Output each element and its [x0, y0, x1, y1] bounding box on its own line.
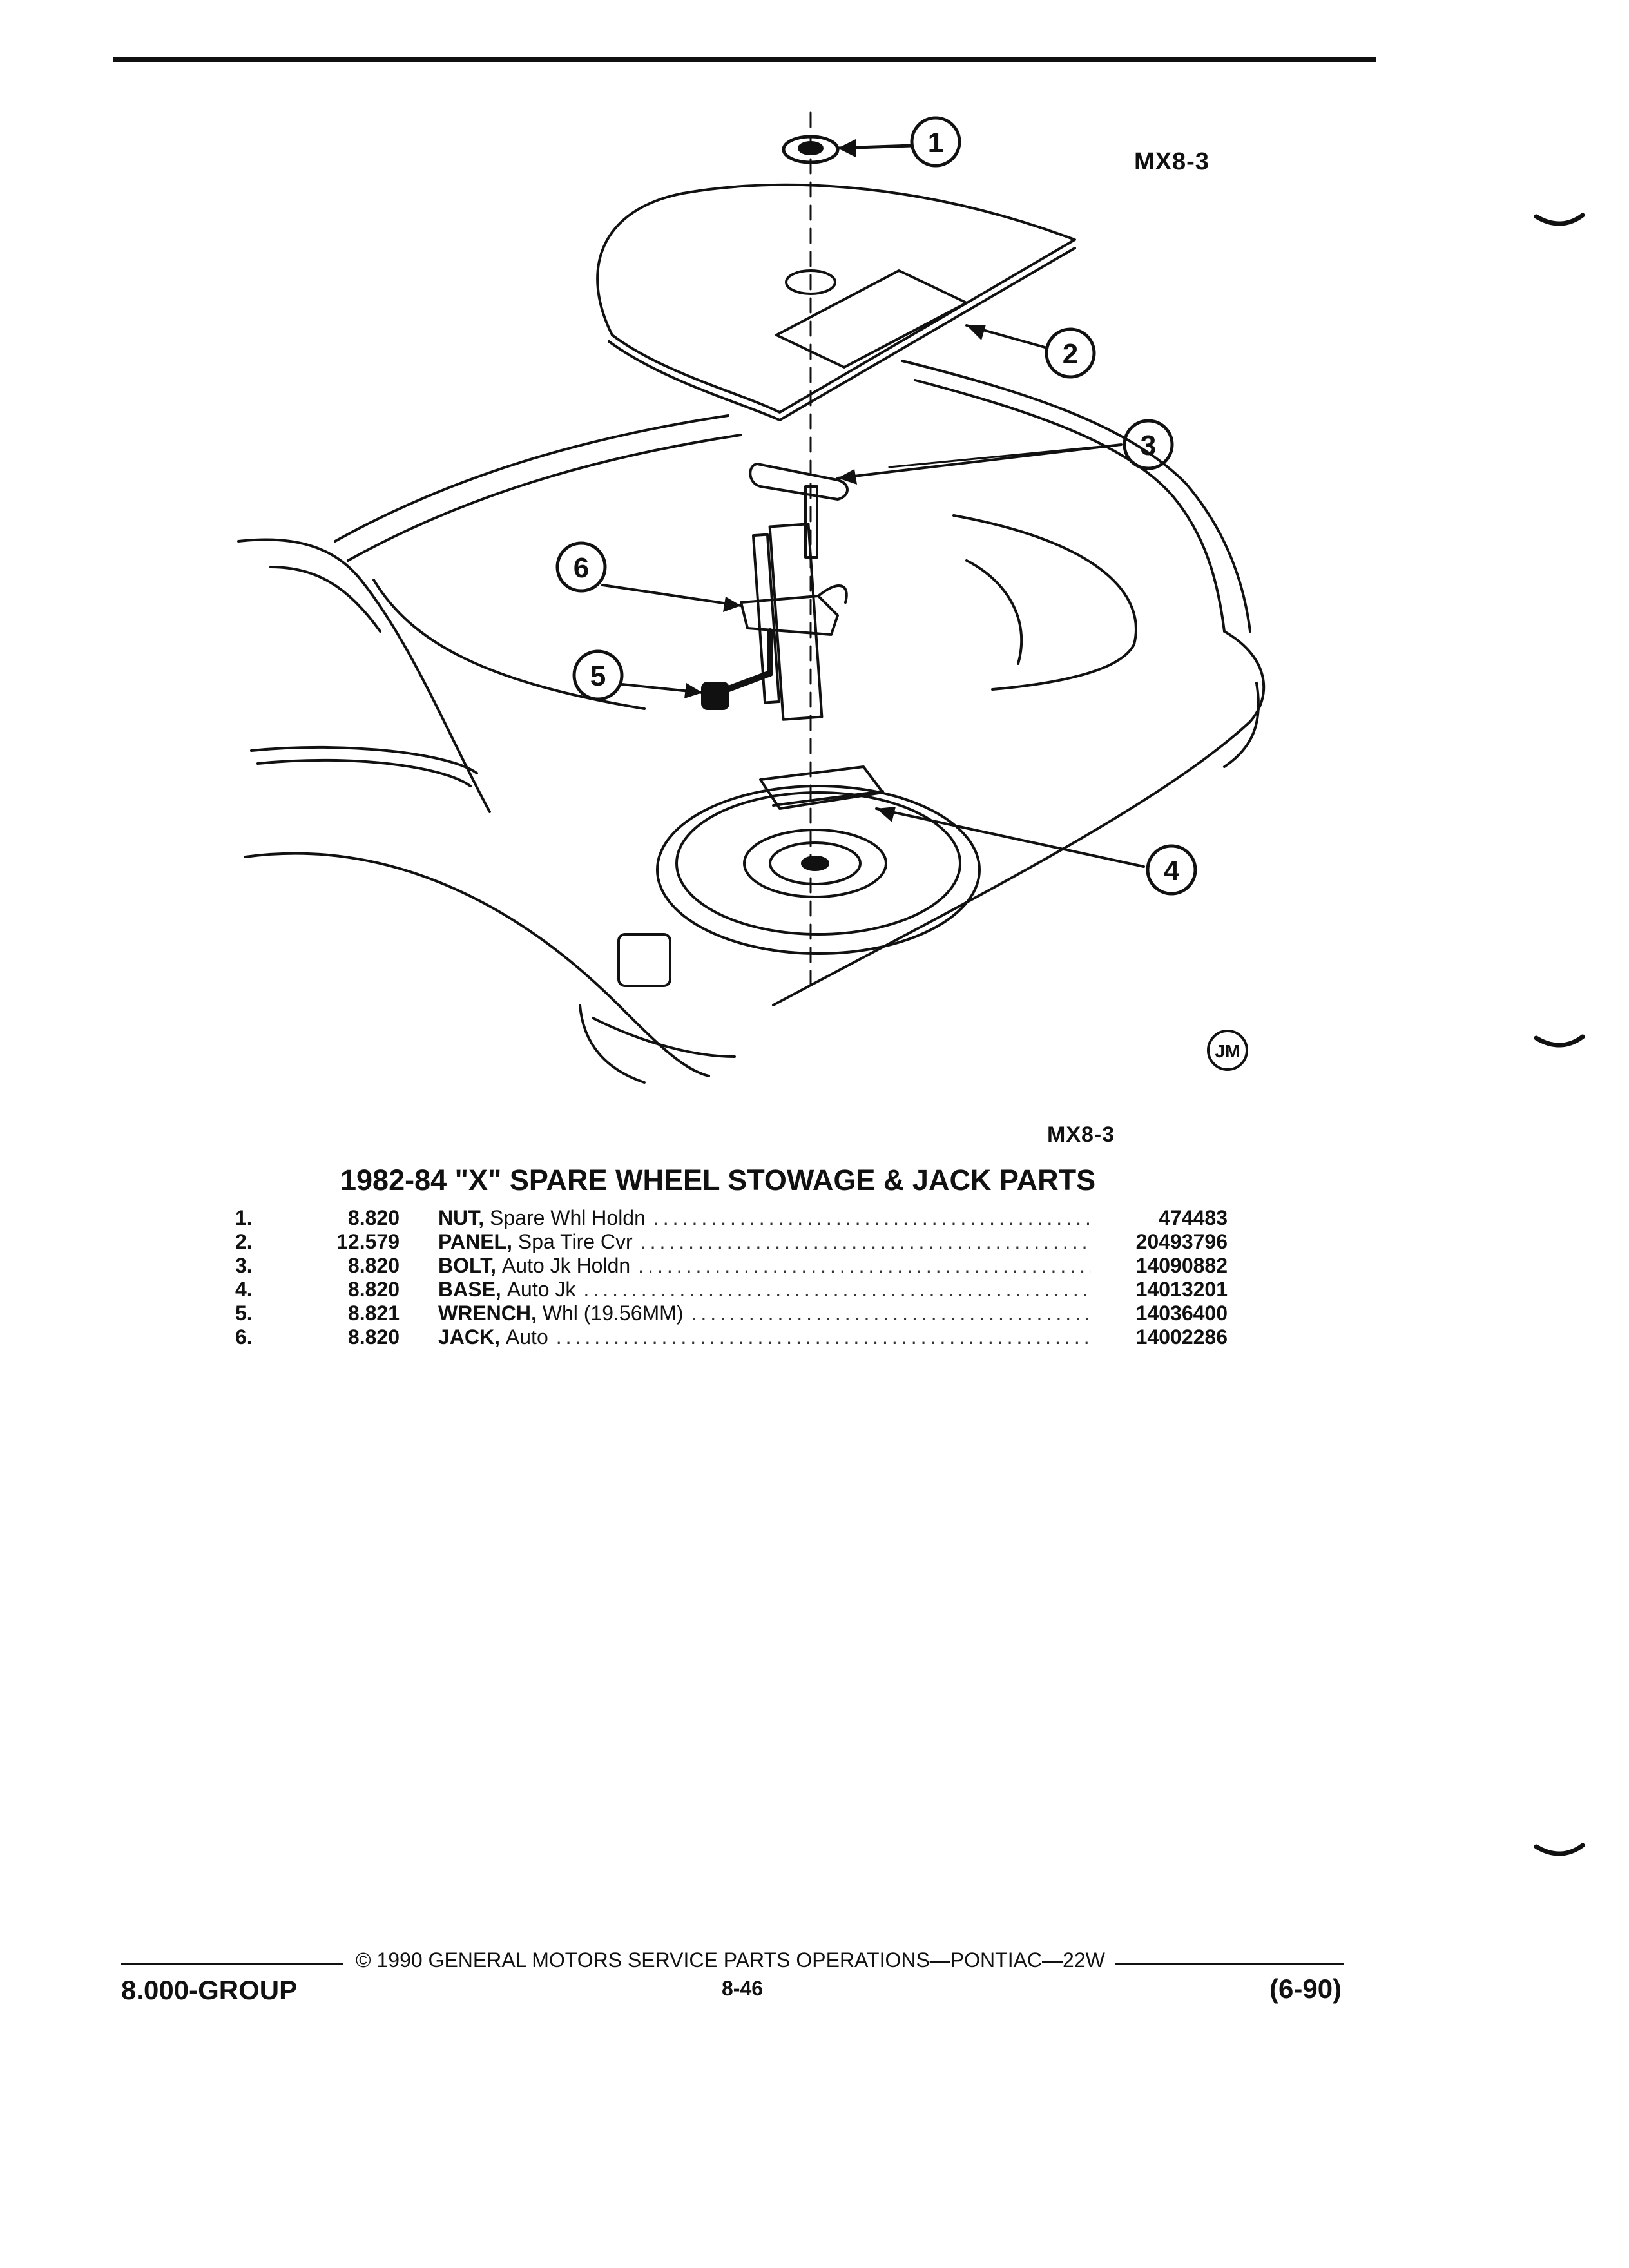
list-item: 3. 8.820 BOLT, Auto Jk Holdn 14090882 [235, 1254, 1228, 1278]
spare-wheel-diagram: 1 2 3 4 5 6 JM [237, 111, 1266, 1084]
footer-rule-right [1115, 1963, 1344, 1965]
page-number: 8-46 [722, 1977, 764, 2000]
part-group: 12.579 [336, 1230, 400, 1253]
leader-dots [691, 1302, 1091, 1325]
part-index: 2. [235, 1230, 253, 1253]
part-number: 14036400 [1135, 1302, 1228, 1325]
binder-mark-icon [1534, 1034, 1585, 1048]
section-title: 1982-84 "X" SPARE WHEEL STOWAGE & JACK P… [340, 1164, 1096, 1196]
list-item: 5. 8.821 WRENCH, Whl (19.56MM) 14036400 [235, 1302, 1228, 1325]
part-number: 20493796 [1135, 1230, 1228, 1253]
part-group: 8.820 [347, 1325, 400, 1349]
footer-rule-left [121, 1963, 343, 1965]
part-name: PANEL, [438, 1230, 512, 1253]
parts-list: 1. 8.820 NUT, Spare Whl Holdn 474483 2. … [235, 1206, 1228, 1349]
part-index: 6. [235, 1325, 253, 1349]
part-group: 8.820 [347, 1254, 400, 1277]
list-item: 6. 8.820 JACK, Auto 14002286 [235, 1325, 1228, 1349]
footer-group: 8.000-GROUP [121, 1975, 298, 2005]
part-name: NUT, [438, 1206, 485, 1229]
part-index: 1. [235, 1206, 253, 1229]
footer-date: (6-90) [1269, 1974, 1342, 2004]
list-item: 4. 8.820 BASE, Auto Jk 14013201 [235, 1278, 1228, 1302]
callout-6: 6 [574, 552, 589, 584]
callout-3: 3 [1141, 430, 1156, 461]
part-index: 5. [235, 1302, 253, 1325]
part-desc: Whl (19.56MM) [542, 1302, 684, 1325]
part-group: 8.821 [347, 1302, 400, 1325]
binder-mark-icon [1534, 1843, 1585, 1856]
callout-1: 1 [928, 127, 943, 159]
diagram-code-top: MX8-3 [1134, 148, 1210, 175]
part-number: 14013201 [1135, 1278, 1228, 1301]
part-name: JACK, [438, 1325, 501, 1349]
callout-2: 2 [1063, 338, 1078, 370]
part-desc: Spa Tire Cvr [517, 1230, 633, 1253]
leader-dots [641, 1230, 1091, 1254]
part-desc: Auto Jk Holdn [501, 1254, 631, 1277]
part-desc: Auto [505, 1325, 548, 1349]
leader-dots [556, 1325, 1091, 1349]
part-number: 14002286 [1135, 1325, 1228, 1349]
top-rule [113, 57, 1376, 62]
part-desc: Auto Jk [506, 1278, 576, 1301]
part-group: 8.820 [347, 1206, 400, 1229]
footer-copyright: © 1990 GENERAL MOTORS SERVICE PARTS OPER… [356, 1948, 1105, 1972]
part-group: 8.820 [347, 1278, 400, 1301]
part-desc: Spare Whl Holdn [490, 1206, 646, 1229]
leader-dots [583, 1278, 1091, 1302]
artist-stamp: JM [1215, 1041, 1240, 1061]
list-item: 2. 12.579 PANEL, Spa Tire Cvr 20493796 [235, 1230, 1228, 1254]
part-name: BASE, [438, 1278, 501, 1301]
leader-dots [638, 1254, 1091, 1278]
part-number: 474483 [1159, 1206, 1228, 1229]
binder-mark-icon [1534, 213, 1585, 226]
leader-dots [653, 1206, 1091, 1230]
list-item: 1. 8.820 NUT, Spare Whl Holdn 474483 [235, 1206, 1228, 1230]
part-index: 3. [235, 1254, 253, 1277]
diagram-code-bottom: MX8-3 [1047, 1122, 1115, 1147]
part-name: WRENCH, [438, 1302, 537, 1325]
part-name: BOLT, [438, 1254, 497, 1277]
part-number: 14090882 [1135, 1254, 1228, 1277]
callout-4: 4 [1164, 855, 1180, 887]
callout-5: 5 [590, 660, 606, 692]
part-index: 4. [235, 1278, 253, 1301]
